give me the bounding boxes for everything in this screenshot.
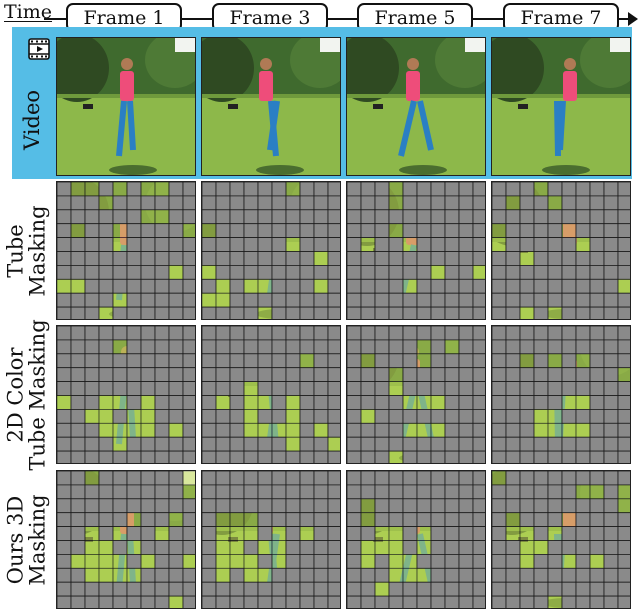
row-label-ours-3d: Ours 3D Masking bbox=[0, 470, 54, 610]
video-frame-1-image bbox=[56, 37, 196, 176]
2d-color-tube-masking-frame-5-image bbox=[346, 325, 486, 464]
row-label-2d-line2: Tube Masking bbox=[26, 319, 51, 471]
time-arrow-head bbox=[628, 12, 638, 26]
row-label-video: Video bbox=[12, 60, 52, 180]
row-label-tube-line2: Masking bbox=[26, 205, 50, 297]
row-label-ours-line1: Ours 3D bbox=[4, 495, 28, 585]
row-label-ours-line2: Masking bbox=[26, 494, 50, 586]
2d-color-tube-masking-frame-3-image bbox=[201, 325, 341, 464]
tube-masking-frame-3-image bbox=[201, 181, 341, 320]
row-label-2d-color: 2D Color Tube Masking bbox=[0, 319, 54, 470]
tube-masking-frame-1-image bbox=[56, 181, 196, 320]
time-axis bbox=[44, 18, 634, 20]
time-label: Time bbox=[4, 1, 53, 23]
row-label-tube: Tube Masking bbox=[0, 181, 54, 321]
video-frame-3-image bbox=[201, 37, 341, 176]
video-frame-7-image bbox=[491, 37, 631, 176]
ours-3d-masking-frame-7-image bbox=[491, 470, 631, 609]
row-label-tube-line1: Tube bbox=[4, 224, 28, 278]
video-frame-5-image bbox=[346, 37, 486, 176]
ours-3d-masking-frame-3-image bbox=[201, 470, 341, 609]
row-label-video-text: Video bbox=[20, 89, 44, 151]
ours-3d-masking-frame-5-image bbox=[346, 470, 486, 609]
tube-masking-frame-7-image bbox=[491, 181, 631, 320]
2d-color-tube-masking-frame-7-image bbox=[491, 325, 631, 464]
2d-color-tube-masking-frame-1-image bbox=[56, 325, 196, 464]
row-label-2d-line1: 2D Color bbox=[4, 347, 29, 443]
ours-3d-masking-frame-1-image bbox=[56, 470, 196, 609]
film-icon bbox=[28, 38, 50, 60]
tube-masking-frame-5-image bbox=[346, 181, 486, 320]
